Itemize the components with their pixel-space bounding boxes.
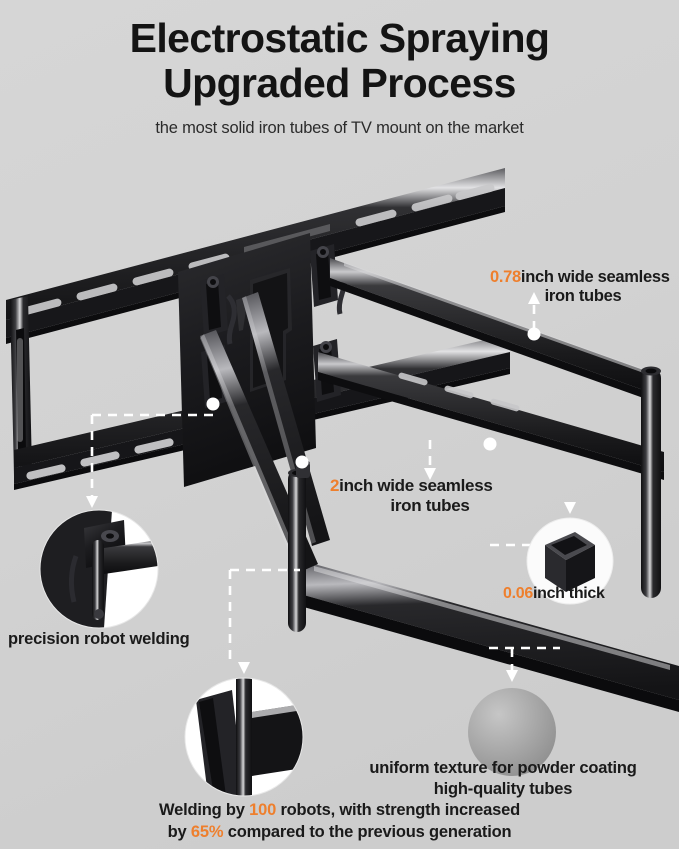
- detail-welding-ring: [39, 509, 159, 629]
- callout-label-powder-coating: uniform texture for powder coating high-…: [330, 758, 676, 800]
- footer-caption: Welding by 100 robots, with strength inc…: [0, 799, 679, 843]
- wall-plate-left-rail: [10, 296, 32, 476]
- leader-arrows: [86, 292, 576, 682]
- annotation-tube-width-2: 2inch wide seamless iron tubes: [330, 476, 530, 516]
- extension-tube-upper: [330, 258, 660, 404]
- detail-thickness-content: [527, 518, 613, 604]
- detail-seam-ring: [184, 677, 304, 797]
- pivot-post-center: [288, 469, 306, 632]
- page-title: Electrostatic Spraying Upgraded Process: [0, 16, 679, 106]
- page-subtitle: the most solid iron tubes of TV mount on…: [155, 119, 524, 137]
- footer-line2-post: compared to the previous generation: [223, 823, 512, 841]
- detail-welding-content: [40, 510, 158, 628]
- footer-line2: by 65% compared to the previous generati…: [0, 821, 679, 843]
- callout-powder-line1: uniform texture for powder coating: [369, 759, 637, 777]
- footer-strength-pct: 65%: [190, 823, 224, 841]
- page-title-line2: Upgraded Process: [163, 60, 516, 106]
- detail-powder-content: [468, 688, 556, 776]
- detail-seam-content: [185, 678, 303, 796]
- footer-robot-count: 100: [249, 801, 277, 819]
- annotation-078-number: 0.78: [490, 268, 521, 286]
- main-arm-tube: [300, 560, 679, 712]
- footer-line2-pre: by: [167, 823, 191, 841]
- callout-powder-line2: high-quality tubes: [433, 780, 573, 798]
- annotation-2-text1: inch wide seamless: [339, 476, 493, 495]
- footer-line1-pre: Welding by: [159, 801, 250, 819]
- annotation-078-text2: iron tubes: [544, 287, 622, 305]
- footer-line1-post: robots, with strength increased: [276, 801, 520, 819]
- page-title-line1: Electrostatic Spraying: [129, 15, 550, 61]
- annotation-tube-width-078: 0.78inch wide seamless iron tubes: [490, 268, 676, 306]
- detail-thickness-ring: [526, 517, 614, 605]
- extension-tube-mid-slotted: [318, 352, 664, 480]
- annotation-2-number: 2: [330, 476, 340, 495]
- annotation-006-number: 0.06: [503, 585, 533, 602]
- annotation-078-text1: inch wide seamless: [520, 268, 670, 286]
- callout-label-precision-welding: precision robot welding: [8, 630, 190, 648]
- annotation-2-text2: iron tubes: [390, 496, 470, 515]
- header: Electrostatic Spraying Upgraded Process …: [0, 0, 679, 138]
- footer-line1: Welding by 100 robots, with strength inc…: [0, 799, 679, 821]
- pivot-post-right: [641, 366, 661, 598]
- annotation-006-text1: inch thick: [532, 585, 605, 602]
- point-markers: [206, 327, 541, 469]
- annotation-tube-thickness: 0.06inch thick: [503, 584, 605, 603]
